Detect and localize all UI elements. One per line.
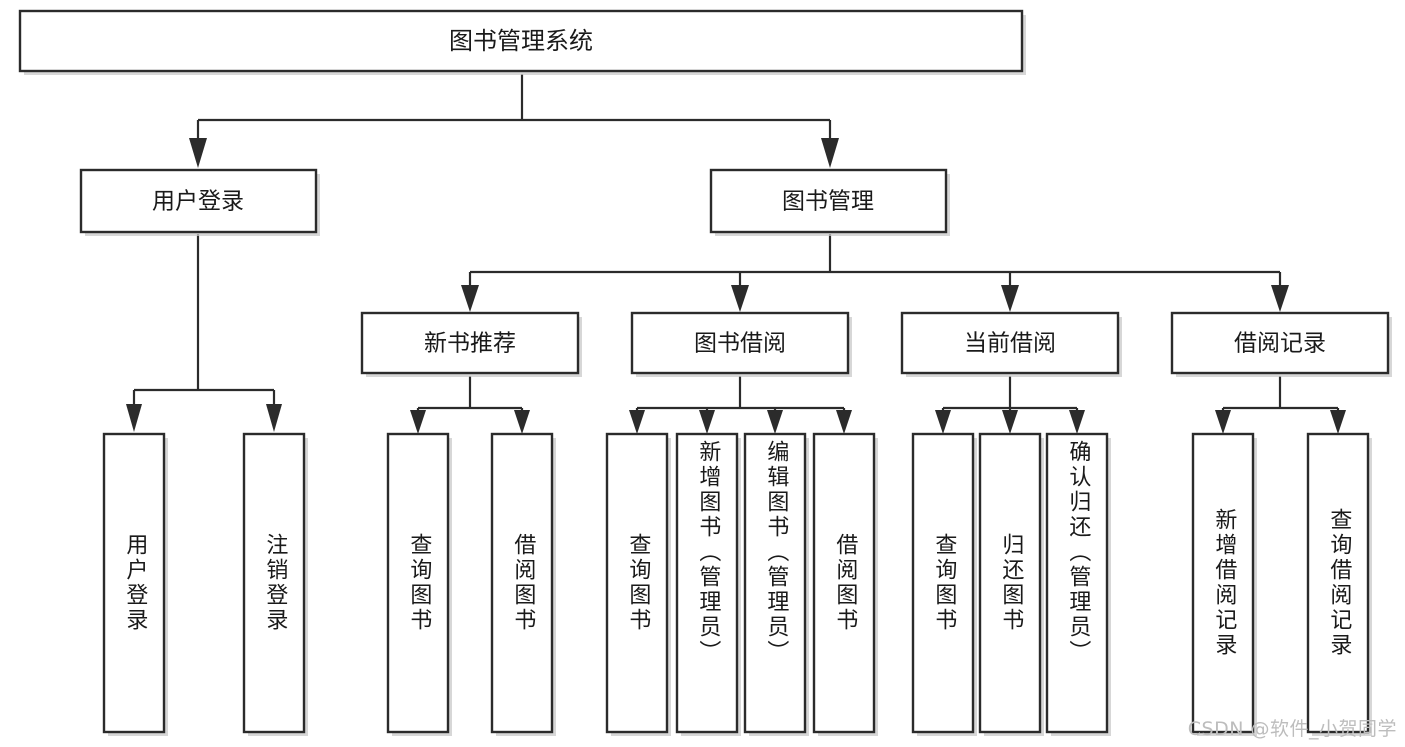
current-borrow-label: 当前借阅 (964, 331, 1056, 357)
leaf-user-login-box[interactable] (102, 432, 166, 734)
current-borrow-box[interactable] (900, 311, 1120, 375)
leaf-edit-book-box[interactable] (743, 432, 807, 734)
node-borrow-record[interactable]: 借阅记录 (1170, 311, 1392, 377)
arrowhead-leaf-query-book-1 (410, 410, 426, 434)
arrowhead-user-login (189, 138, 207, 168)
leaf-borrow-book-1-box[interactable] (490, 432, 554, 734)
leaf-query-record-box[interactable] (1306, 432, 1370, 734)
arrowhead-book-manage (821, 138, 839, 168)
new-book-recommend-box[interactable] (360, 311, 580, 375)
csdn-watermark: CSDN @软件_小贺同学 (1187, 718, 1397, 740)
root-box[interactable] (18, 9, 1024, 73)
leaf-query-book-2-box[interactable] (605, 432, 669, 734)
leaf-query-book-3-box[interactable] (911, 432, 975, 734)
arrowhead-leaf-query-book-2 (629, 410, 645, 434)
leaf-add-record-box[interactable] (1191, 432, 1255, 734)
node-new-book-recommend[interactable]: 新书推荐 (360, 311, 582, 377)
node-root[interactable]: 图书管理系统 (18, 9, 1026, 75)
borrow-record-box[interactable] (1170, 311, 1390, 375)
arrowhead-leaf-confirm-return (1069, 410, 1085, 434)
user-login-label: 用户登录 (152, 189, 244, 215)
leaf-box-group (102, 432, 1372, 736)
root-label: 图书管理系统 (449, 27, 593, 55)
arrowhead-leaf-borrow-book-2 (836, 410, 852, 434)
arrowhead-book-borrow (731, 285, 749, 312)
leaf-logout-box[interactable] (242, 432, 306, 734)
user-login-box[interactable] (79, 168, 318, 234)
arrowhead-leaf-query-record (1330, 410, 1346, 434)
arrowhead-leaf-borrow-book-1 (514, 410, 530, 434)
leaf-borrow-book-2-box[interactable] (812, 432, 876, 734)
node-user-login[interactable]: 用户登录 (79, 168, 320, 236)
book-borrow-label: 图书借阅 (694, 331, 786, 357)
arrowhead-leaf-query-book-3 (935, 410, 951, 434)
leaf-confirm-return-box[interactable] (1045, 432, 1109, 734)
new-book-recommend-label: 新书推荐 (424, 331, 516, 357)
book-manage-box[interactable] (709, 168, 948, 234)
leaf-add-book-box[interactable] (675, 432, 739, 734)
leaf-return-book-box[interactable] (978, 432, 1042, 734)
connector-group (126, 74, 1346, 434)
arrowhead-leaf-return-book (1002, 410, 1018, 434)
book-borrow-box[interactable] (630, 311, 850, 375)
arrowhead-leaf-edit-book (767, 410, 783, 434)
arrowhead-leaf-user-login (126, 404, 142, 432)
arrowhead-leaf-add-record (1215, 410, 1231, 434)
arrowhead-leaf-add-book (699, 410, 715, 434)
leaf-query-book-1-box[interactable] (386, 432, 450, 734)
arrowhead-current-borrow (1001, 285, 1019, 312)
node-book-manage[interactable]: 图书管理 (709, 168, 950, 236)
borrow-record-label: 借阅记录 (1234, 331, 1326, 357)
arrowhead-new-book-recommend (461, 285, 479, 312)
arrowhead-leaf-logout (266, 404, 282, 432)
arrowhead-borrow-record (1271, 285, 1289, 312)
book-manage-label: 图书管理 (782, 189, 874, 215)
node-current-borrow[interactable]: 当前借阅 (900, 311, 1122, 377)
node-book-borrow[interactable]: 图书借阅 (630, 311, 852, 377)
